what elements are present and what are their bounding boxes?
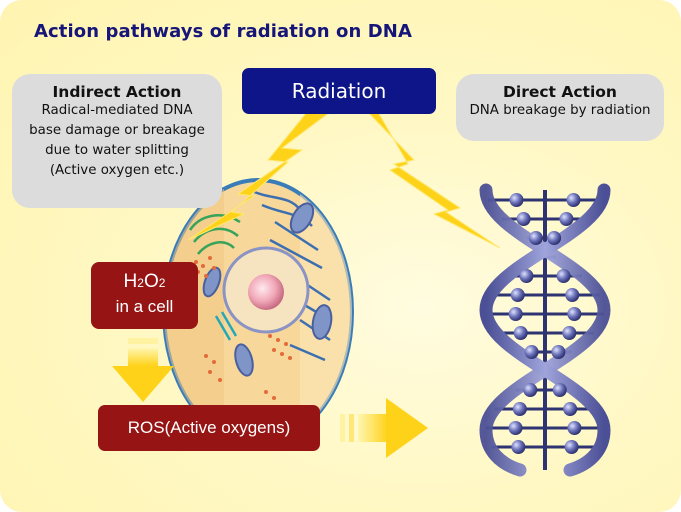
dna-base-ball xyxy=(547,231,562,245)
dna-base-ball xyxy=(509,193,524,207)
page-title: Action pathways of radiation on DNA xyxy=(34,21,413,42)
formula-h: H xyxy=(123,271,138,292)
indirect-action-line: Radical-mediated DNA xyxy=(41,103,193,118)
formula-sub-2: 2 xyxy=(158,276,166,290)
dna-base-ball xyxy=(508,421,523,435)
dna-base-ball xyxy=(559,212,574,226)
dna-base-ball xyxy=(562,326,577,340)
lightning-bolt-icon xyxy=(361,105,501,249)
dna-base-ball xyxy=(523,383,538,397)
dna-base-ball xyxy=(552,383,567,397)
dna-double-helix-illustration xyxy=(479,183,611,477)
radiation-box: Radiation xyxy=(242,68,436,114)
dna-base-ball xyxy=(528,231,543,245)
dna-base-ball xyxy=(564,440,579,454)
formula-o: O xyxy=(143,271,159,292)
dna-base-ball xyxy=(567,421,582,435)
dna-base-ball xyxy=(516,212,531,226)
dna-base-ball xyxy=(565,288,580,302)
indirect-action-line: base damage or breakage xyxy=(29,123,205,138)
ros-box: ROS(Active oxygens) xyxy=(98,405,320,451)
dna-base-ball xyxy=(512,402,527,416)
direct-action-box: Direct Action DNA breakage by radiation xyxy=(456,74,664,141)
dna-base-ball xyxy=(524,345,539,359)
dna-base-ball xyxy=(566,193,581,207)
indirect-action-heading: Indirect Action xyxy=(52,83,182,101)
dna-base-ball xyxy=(513,326,528,340)
dna-base-ball xyxy=(511,440,526,454)
direct-action-heading: Direct Action xyxy=(503,83,617,101)
h2o2-formula: H2O2 xyxy=(91,270,198,295)
dna-base-ball xyxy=(563,402,578,416)
dna-base-ball xyxy=(519,269,534,283)
dna-base-ball xyxy=(551,345,566,359)
arrow-down-icon xyxy=(112,338,174,402)
direct-action-line: DNA breakage by radiation xyxy=(469,103,651,118)
indirect-action-line: due to water splitting xyxy=(45,143,189,158)
h2o2-box: H2O2 in a cell xyxy=(91,262,198,329)
h2o2-label: in a cell xyxy=(115,297,174,316)
arrow-right-icon xyxy=(340,398,428,458)
indirect-action-box: Indirect Action Radical-mediated DNA bas… xyxy=(12,74,222,208)
formula-sub-2: 2 xyxy=(137,276,144,290)
dna-base-ball xyxy=(567,307,582,321)
dna-base-ball xyxy=(508,307,523,321)
dna-base-ball xyxy=(556,269,571,283)
dna-base-ball xyxy=(510,288,525,302)
lightning-bolt-icon xyxy=(187,105,332,241)
indirect-action-line: (Active oxygen etc.) xyxy=(49,163,185,178)
